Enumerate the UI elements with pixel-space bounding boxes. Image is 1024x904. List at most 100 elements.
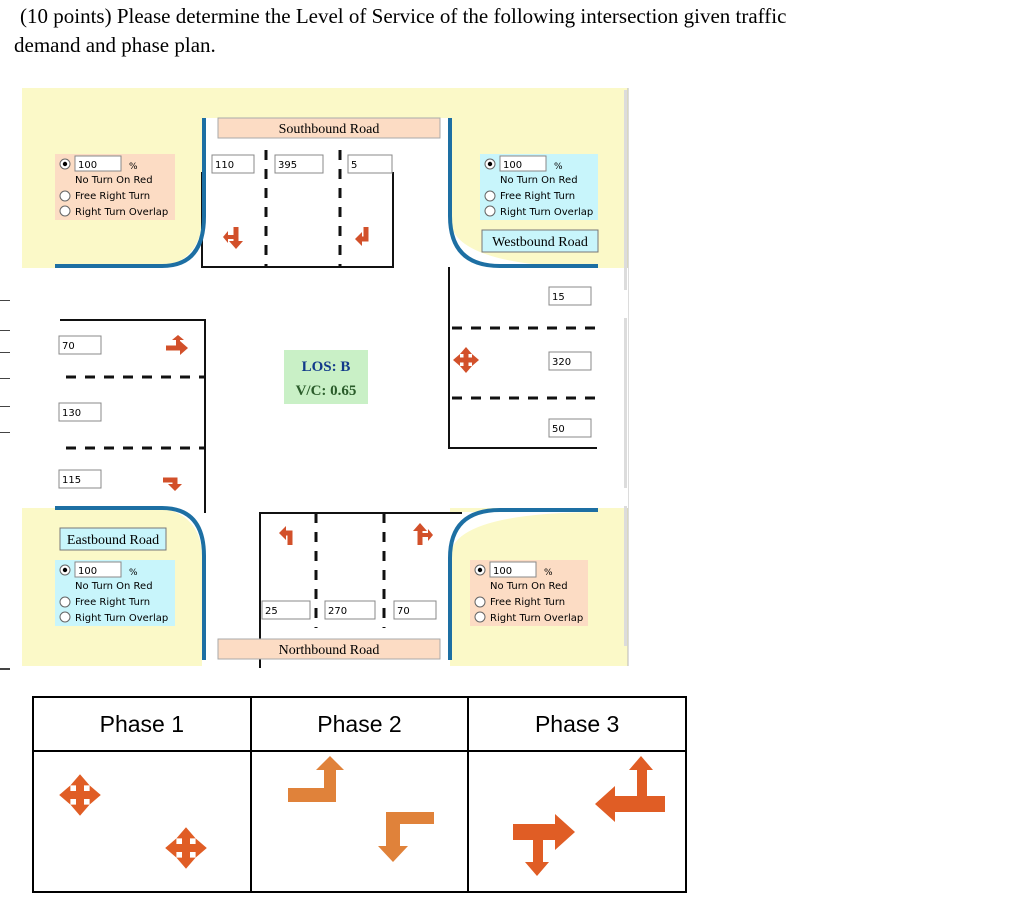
eastbound-label-bg <box>59 527 167 551</box>
nb-left-volume: 25 <box>265 606 278 617</box>
option-free-right-turn: Free Right Turn <box>490 597 565 608</box>
nb-through-volume-input[interactable]: 270 <box>324 600 376 620</box>
eb-right-volume: 115 <box>62 475 81 486</box>
four-way-arrow-icon <box>165 827 207 869</box>
panel-edge <box>624 506 627 646</box>
sb-left-volume: 110 <box>215 160 234 171</box>
wb-through-volume: 320 <box>552 357 571 368</box>
northbound-road-label: Northbound Road <box>279 643 380 658</box>
margin-tick <box>0 300 10 301</box>
option-free-right-turn: Free Right Turn <box>500 191 575 202</box>
question-line-1: (10 points) Please determine the Level o… <box>20 4 787 28</box>
eb-through-volume: 130 <box>62 408 81 419</box>
westbound-label-bg <box>481 229 599 253</box>
southbound-road-label: Southbound Road <box>279 122 380 137</box>
protected-left-arrow-icon <box>287 756 344 802</box>
option-no-turn-on-red: No Turn On Red <box>490 581 568 592</box>
radio-free-right-turn[interactable] <box>59 190 71 202</box>
curb-lines <box>55 118 598 660</box>
wb-through-volume-input[interactable]: 320 <box>548 351 592 371</box>
nb-through-right-arrow-icon <box>413 523 433 545</box>
radio-free-right-turn[interactable] <box>484 190 496 202</box>
eb-left-volume-input[interactable]: 70 <box>58 335 102 355</box>
southbound-label-bg <box>217 117 441 139</box>
radio-right-turn-overlap[interactable] <box>484 205 496 217</box>
margin-tick <box>0 352 10 353</box>
lane-dividers <box>66 150 597 628</box>
option-no-turn-on-red: No Turn On Red <box>75 175 153 186</box>
rtor-percent-input[interactable] <box>489 561 537 578</box>
percent-sign: % <box>129 162 138 172</box>
northbound-label-bg <box>217 638 441 660</box>
eb-left-through-arrow-icon <box>166 335 188 355</box>
rtor-percent-value: 100 <box>78 160 97 171</box>
los-result-box: LOS: B V/C: 0.65 <box>284 350 368 404</box>
eb-through-volume-input[interactable]: 130 <box>58 402 102 422</box>
phase-2-header: Phase 2 <box>249 696 470 752</box>
phase-3-cell <box>467 750 687 893</box>
eb-left-volume: 70 <box>62 341 75 352</box>
westbound-through-left-arrow-icon <box>595 756 666 822</box>
radio-free-right-turn[interactable] <box>59 596 71 608</box>
sb-right-volume: 5 <box>351 160 357 171</box>
nb-right-volume-input[interactable]: 70 <box>393 600 437 620</box>
four-way-arrow-icon <box>59 774 101 816</box>
rtor-percent-input[interactable] <box>74 561 122 578</box>
option-right-turn-overlap: Right Turn Overlap <box>500 207 593 218</box>
sb-left-volume-input[interactable]: 110 <box>211 154 255 174</box>
rtor-percent-value: 100 <box>78 566 97 577</box>
phase-1-header: Phase 1 <box>32 696 252 752</box>
rtor-panel-nw[interactable]: 100 % No Turn On Red Free Right Turn Rig… <box>55 154 175 220</box>
protected-left-arrow-icon <box>377 812 434 862</box>
phase-2-cell <box>249 750 470 893</box>
sb-through-volume-input[interactable]: 395 <box>274 154 324 174</box>
question-text: (10 points) Please determine the Level o… <box>14 2 1014 60</box>
radio-right-turn-overlap[interactable] <box>59 205 71 217</box>
wb-right-volume: 15 <box>552 292 565 303</box>
option-no-turn-on-red: No Turn On Red <box>75 581 153 592</box>
phase-1-cell <box>32 750 252 893</box>
nb-through-volume: 270 <box>328 606 347 617</box>
margin-tick <box>0 432 10 433</box>
option-free-right-turn: Free Right Turn <box>75 191 150 202</box>
nb-right-volume: 70 <box>397 606 410 617</box>
sb-right-volume-input[interactable]: 5 <box>347 154 393 174</box>
sb-through-volume: 395 <box>278 160 297 171</box>
rtor-panel-se[interactable]: 100 % No Turn On Red Free Right Turn Rig… <box>470 560 588 626</box>
panel-edge <box>624 318 627 488</box>
rtor-percent-value: 100 <box>493 566 512 577</box>
rtor-panel-ne[interactable]: 100 % No Turn On Red Free Right Turn Rig… <box>480 154 598 220</box>
wb-left-volume-input[interactable]: 50 <box>548 418 592 438</box>
option-no-turn-on-red: No Turn On Red <box>500 175 578 186</box>
percent-sign: % <box>544 568 553 578</box>
eastbound-through-right-arrow-icon <box>513 814 576 876</box>
rtor-panel-sw[interactable]: 100 % No Turn On Red Free Right Turn Rig… <box>55 560 175 626</box>
eastbound-road-label: Eastbound Road <box>67 533 159 548</box>
margin-tick <box>0 378 10 379</box>
option-right-turn-overlap: Right Turn Overlap <box>75 207 168 218</box>
percent-sign: % <box>554 162 563 172</box>
eb-right-volume-input[interactable]: 115 <box>58 469 102 489</box>
phase-3-header: Phase 3 <box>467 696 687 752</box>
los-value: LOS: B <box>302 359 351 375</box>
phase-plan-table: Phase 1 Phase 2 Phase 3 <box>32 696 687 893</box>
panel-edge <box>624 90 627 290</box>
rtor-percent-input[interactable] <box>74 155 122 172</box>
wb-right-volume-input[interactable]: 15 <box>548 286 592 306</box>
percent-sign: % <box>129 568 138 578</box>
option-right-turn-overlap: Right Turn Overlap <box>75 613 168 624</box>
question-line-2: demand and phase plan. <box>14 33 216 57</box>
sb-through-right-arrow-icon <box>223 227 243 249</box>
option-free-right-turn: Free Right Turn <box>75 597 150 608</box>
radio-right-turn-overlap[interactable] <box>474 611 486 623</box>
rtor-percent-value: 100 <box>503 160 522 171</box>
wb-left-volume: 50 <box>552 424 565 435</box>
margin-tick <box>0 668 10 670</box>
option-right-turn-overlap: Right Turn Overlap <box>490 613 583 624</box>
rtor-percent-input[interactable] <box>499 155 547 172</box>
margin-tick <box>0 406 10 407</box>
nb-left-volume-input[interactable]: 25 <box>261 600 311 620</box>
westbound-road-label: Westbound Road <box>492 235 588 250</box>
radio-free-right-turn[interactable] <box>474 596 486 608</box>
radio-right-turn-overlap[interactable] <box>59 611 71 623</box>
